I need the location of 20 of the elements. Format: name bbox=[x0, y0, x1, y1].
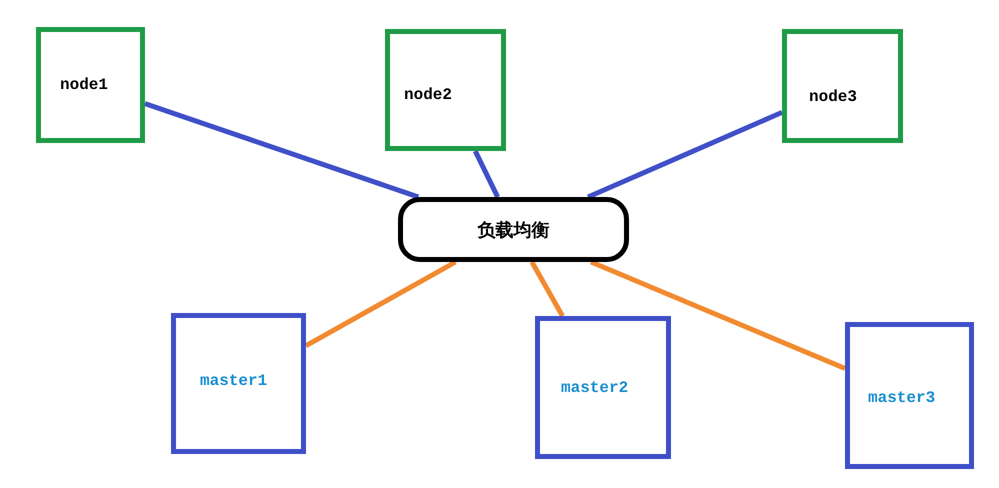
server-box bbox=[535, 316, 671, 459]
server-box bbox=[36, 27, 145, 143]
node-label: node2 bbox=[404, 86, 452, 104]
connector-line bbox=[472, 150, 500, 198]
node-label: master1 bbox=[200, 372, 268, 390]
connector-line bbox=[144, 101, 420, 200]
server-box bbox=[171, 313, 306, 454]
connector-line bbox=[587, 110, 783, 200]
node-label: master2 bbox=[561, 379, 628, 397]
connector-line bbox=[530, 260, 565, 318]
server-box bbox=[845, 322, 974, 469]
node-label: node3 bbox=[809, 88, 858, 106]
server-box bbox=[385, 29, 506, 151]
load-balancer-box bbox=[398, 197, 629, 262]
connector-line bbox=[304, 260, 457, 348]
connector-line bbox=[590, 260, 846, 371]
server-box bbox=[782, 29, 903, 143]
node-label: 负载均衡 bbox=[478, 218, 550, 242]
node-label: master3 bbox=[868, 389, 936, 407]
node-label: node1 bbox=[60, 76, 108, 94]
